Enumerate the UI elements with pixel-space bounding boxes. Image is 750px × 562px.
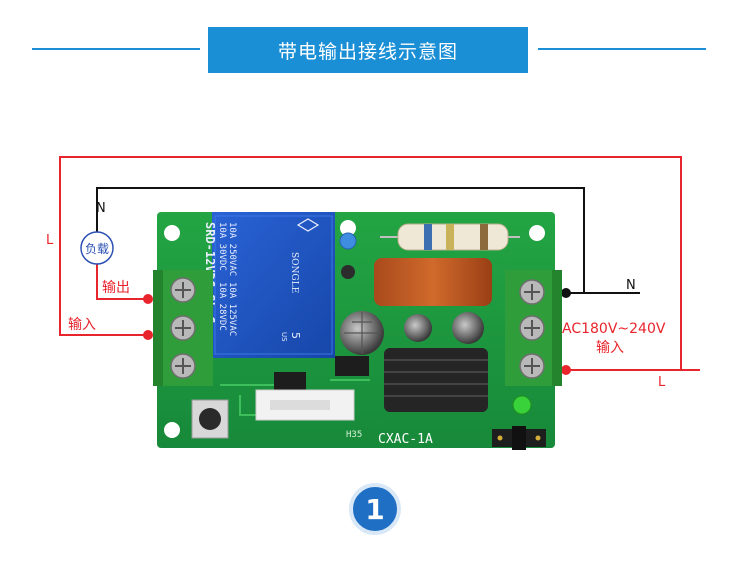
resistor xyxy=(380,223,520,251)
status-led xyxy=(512,395,532,415)
output-label: 输出 xyxy=(102,280,130,296)
electrolytic-capacitor xyxy=(404,314,432,342)
board-model: CXAC-1A xyxy=(378,432,433,447)
output-terminal-dot xyxy=(143,294,153,304)
ic-chip xyxy=(274,372,306,390)
relay-rating-1: 10A 250VAC xyxy=(227,222,237,276)
output-wire xyxy=(96,264,148,300)
terminal-screw[interactable] xyxy=(170,353,196,379)
small-component xyxy=(341,265,355,279)
live-label-right: L xyxy=(658,375,666,390)
relay-pin-count: 5 xyxy=(289,332,302,339)
terminal-screw[interactable] xyxy=(170,315,196,341)
load-icon xyxy=(80,231,114,265)
relay-cert: US xyxy=(280,332,288,342)
relay-rating-3: 10A 125VAC xyxy=(227,282,237,336)
header-line-right xyxy=(538,48,706,50)
antenna-coil xyxy=(384,348,488,412)
live-label-left: L xyxy=(46,233,54,248)
neutral-terminal-dot xyxy=(561,288,571,298)
mount-hole xyxy=(529,225,545,241)
board-silk-code: H35 xyxy=(346,430,362,440)
electrolytic-capacitor-large xyxy=(340,311,384,355)
terminal-screw[interactable] xyxy=(170,277,196,303)
relay-rating-4: 10A 28VDC xyxy=(217,282,227,331)
relay-brand: SONGLE xyxy=(289,252,299,293)
small-capacitor xyxy=(339,232,357,250)
film-capacitor xyxy=(374,258,492,306)
terminal-block-left xyxy=(153,270,213,386)
header-line-left xyxy=(32,48,200,50)
learn-button[interactable] xyxy=(191,399,229,439)
relay-rating-2: 10A 30VDC xyxy=(217,222,227,271)
live-terminal-dot xyxy=(561,365,571,375)
relay: 10A 250VAC 10A 30VDC 10A 125VAC 10A 28VD… xyxy=(203,212,335,358)
mount-hole xyxy=(340,220,356,236)
voltage-label: AC180V~240V xyxy=(562,321,666,337)
neutral-label-left: N xyxy=(96,201,106,216)
step-number-badge: 1 xyxy=(349,483,401,535)
input-label-left: 输入 xyxy=(68,317,96,333)
terminal-block-right xyxy=(505,270,562,386)
terminal-screw[interactable] xyxy=(519,279,545,305)
neutral-label-right: N xyxy=(626,278,636,293)
terminal-screw[interactable] xyxy=(519,353,545,379)
mount-hole xyxy=(164,225,180,241)
load-label: 负载 xyxy=(85,242,109,256)
relay-logo-icon xyxy=(296,218,320,232)
electrolytic-capacitor xyxy=(452,312,484,344)
input-terminal-dot-left xyxy=(143,330,153,340)
pcb-board: 10A 250VAC 10A 30VDC 10A 125VAC 10A 28VD… xyxy=(157,212,555,448)
input-label-right: 输入 xyxy=(596,340,624,356)
page-title: 带电输出接线示意图 xyxy=(208,27,528,73)
terminal-screw[interactable] xyxy=(519,315,545,341)
jumper-header[interactable] xyxy=(492,426,546,450)
mount-hole xyxy=(164,422,180,438)
ic-chip xyxy=(335,356,369,376)
